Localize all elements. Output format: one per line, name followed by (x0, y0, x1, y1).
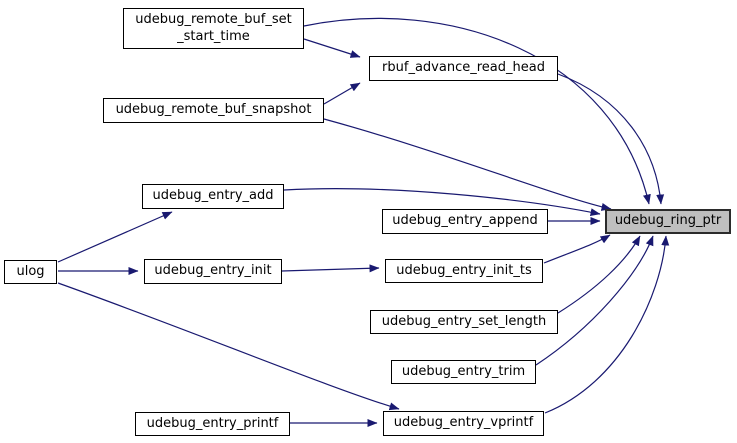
edge-udebug_entry_trim-to-udebug_ring_ptr (535, 235, 654, 366)
node-udebug_entry_vprintf[interactable]: udebug_entry_vprintf (383, 411, 544, 436)
node-rbuf_advance_read_head[interactable]: rbuf_advance_read_head (369, 56, 558, 81)
edge-ulog-to-udebug_entry_vprintf (57, 282, 400, 411)
edge-udebug_entry_add-to-udebug_ring_ptr (283, 188, 601, 217)
node-udebug_entry_printf[interactable]: udebug_entry_printf (135, 412, 290, 436)
edge-udebug_entry_init-to-udebug_entry_init_ts (281, 264, 380, 273)
node-udebug_entry_set_length[interactable]: udebug_entry_set_length (370, 310, 558, 334)
node-udebug_entry_trim[interactable]: udebug_entry_trim (391, 360, 536, 384)
edge-udebug_entry_vprintf-to-udebug_ring_ptr (544, 235, 670, 414)
edge-udebug_remote_buf_snapshot-to-udebug_ring_ptr (323, 118, 612, 211)
edge-udebug_entry_init_ts-to-udebug_ring_ptr (543, 234, 611, 264)
node-ulog[interactable]: ulog (4, 260, 57, 284)
edge-ulog-to-udebug_entry_add (57, 211, 173, 263)
edge-rbuf_advance_read_head-to-udebug_ring_ptr (557, 73, 665, 205)
node-udebug_entry_init_ts[interactable]: udebug_entry_init_ts (385, 259, 543, 283)
node-udebug_entry_add[interactable]: udebug_entry_add (142, 184, 284, 209)
node-udebug_remote_buf_snapshot[interactable]: udebug_remote_buf_snapshot (103, 98, 324, 123)
edge-udebug_remote_buf_snapshot-to-rbuf_advance_read_head (323, 82, 361, 105)
node-udebug_remote_buf_set_start_time[interactable]: udebug_remote_buf_set _start_time (123, 8, 304, 49)
node-udebug_entry_init[interactable]: udebug_entry_init (144, 259, 282, 284)
node-udebug_entry_append[interactable]: udebug_entry_append (382, 209, 548, 234)
edge-udebug_remote_buf_set_start_time-to-rbuf_advance_read_head (303, 38, 361, 58)
edge-udebug_remote_buf_set_start_time-to-udebug_ring_ptr (303, 17, 651, 205)
edge-udebug_entry_set_length-to-udebug_ring_ptr (557, 235, 641, 314)
node-udebug_ring_ptr: udebug_ring_ptr (605, 209, 731, 234)
